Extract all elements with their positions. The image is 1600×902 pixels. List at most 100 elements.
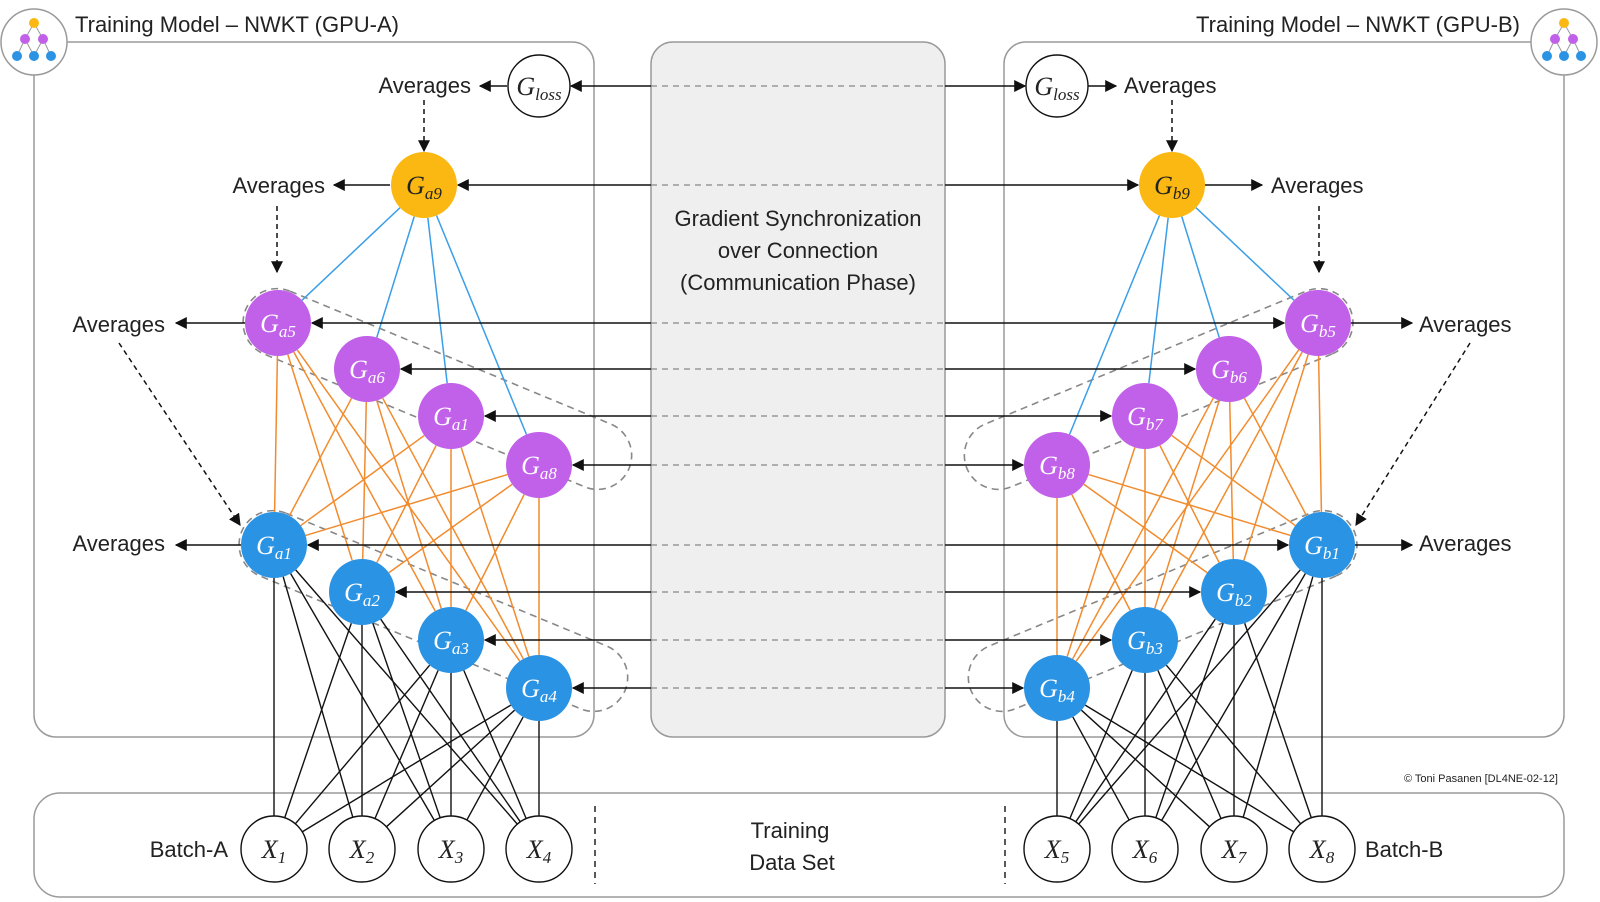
node-b-loss: Gloss xyxy=(1025,54,1089,118)
edge-a-h1-2-x-0 xyxy=(294,664,431,825)
sync-text-line-2: over Connection xyxy=(718,238,878,263)
edge-b-h1-1-x-1 xyxy=(1155,622,1224,819)
svg-text:Gb8: Gb8 xyxy=(1039,451,1075,483)
gpu-a-title: Training Model – NWKT (GPU-A) xyxy=(75,12,399,37)
node-b9: Gb9 xyxy=(1139,152,1205,218)
edge-a-h1-3-x-1 xyxy=(385,709,516,828)
edge-a-h1-1-x-0 xyxy=(284,622,352,819)
edge-a-out-h2-2 xyxy=(427,217,448,384)
edge-b-h2-3-h1-0 xyxy=(1088,473,1291,537)
svg-text:Gloss: Gloss xyxy=(516,72,562,104)
network-logo-icon-left xyxy=(0,8,68,76)
edge-b-out-h2-2 xyxy=(1148,217,1169,384)
averages-label-b-loss: Averages xyxy=(1124,73,1217,98)
edge-b-h2-1-h1-0 xyxy=(1243,397,1308,517)
edge-a-out-h2-3 xyxy=(435,215,528,435)
averages-annotations: Averages Averages Averages Averages Aver… xyxy=(72,73,1511,556)
averages-label-b-h2: Averages xyxy=(1419,312,1512,337)
svg-text:Ga5: Ga5 xyxy=(260,309,296,341)
edge-b-h1-3-x-3 xyxy=(1084,704,1295,833)
edge-a-out-h2-0 xyxy=(301,207,401,301)
edge-b-h1-1-x-3 xyxy=(1244,622,1312,819)
node-a1-h2: Ga1 xyxy=(418,383,484,449)
node-b8: Gb8 xyxy=(1024,432,1090,498)
edge-a-h2-1-h1-1 xyxy=(361,401,368,560)
svg-text:Ga6: Ga6 xyxy=(349,355,385,387)
svg-text:X3: X3 xyxy=(438,835,463,867)
edge-b-h1-3-x-1 xyxy=(1072,716,1130,821)
node-b2: Gb2 xyxy=(1201,559,1267,625)
edge-a-out-h2-1 xyxy=(376,216,415,338)
svg-text:Gloss: Gloss xyxy=(1034,72,1080,104)
edge-b-h1-2-x-0 xyxy=(1069,670,1133,819)
node-a6: Ga6 xyxy=(334,336,400,402)
edge-b-out-h2-3 xyxy=(1068,215,1161,435)
edge-b-h1-0-x-2 xyxy=(1242,576,1314,818)
svg-text:X5: X5 xyxy=(1044,835,1069,867)
input-x3: X3 xyxy=(417,815,485,883)
svg-text:X2: X2 xyxy=(349,835,375,867)
edge-b-h2-3-h1-2 xyxy=(1071,494,1131,611)
edge-a-h2-2-h1-1 xyxy=(376,445,437,563)
averages-label-b-out: Averages xyxy=(1271,173,1364,198)
sync-text-line-3: (Communication Phase) xyxy=(680,270,916,295)
svg-text:Ga9: Ga9 xyxy=(406,171,442,203)
svg-text:X1: X1 xyxy=(261,835,286,867)
svg-text:X7: X7 xyxy=(1221,835,1248,867)
averages-label-a-h2: Averages xyxy=(72,312,165,337)
svg-text:Gb9: Gb9 xyxy=(1154,171,1190,203)
svg-text:Gb7: Gb7 xyxy=(1127,402,1164,434)
edge-b-h2-1-h1-1 xyxy=(1228,401,1235,560)
svg-text:Gb1: Gb1 xyxy=(1304,531,1340,563)
sync-connectors xyxy=(306,80,1290,694)
node-b5: Gb5 xyxy=(1285,290,1351,356)
training-dataset-panel xyxy=(33,792,1565,898)
network-edges xyxy=(273,207,1323,833)
svg-text:Ga3: Ga3 xyxy=(433,626,469,658)
input-x6: X6 xyxy=(1111,815,1179,883)
node-b6: Gb6 xyxy=(1196,336,1262,402)
node-a2: Ga2 xyxy=(329,559,395,625)
averages-label-a-out: Averages xyxy=(232,173,325,198)
edge-b-out-h2-1 xyxy=(1181,216,1220,338)
node-a9: Ga9 xyxy=(391,152,457,218)
node-a5: Ga5 xyxy=(245,290,311,356)
edge-b-h1-3-x-2 xyxy=(1080,709,1211,828)
node-b4: Gb4 xyxy=(1024,655,1090,721)
edge-a-h1-3-x-2 xyxy=(466,716,524,821)
svg-text:Ga1: Ga1 xyxy=(433,402,469,434)
sync-text-line-1: Gradient Synchronization xyxy=(674,206,921,231)
edge-b-h1-2-x-2 xyxy=(1157,670,1222,819)
svg-text:Gb2: Gb2 xyxy=(1216,578,1252,610)
averages-label-b-h1: Averages xyxy=(1419,531,1512,556)
averages-label-a-h1: Averages xyxy=(72,531,165,556)
svg-text:X4: X4 xyxy=(526,835,552,867)
input-x8: X8 xyxy=(1288,815,1356,883)
averages-label-a-loss: Averages xyxy=(378,73,471,98)
edge-a-h1-0-x-1 xyxy=(282,576,354,818)
edge-a-h2-2-h1-0 xyxy=(300,434,425,527)
batch-a-label: Batch-A xyxy=(150,837,229,862)
node-a1: Ga1 xyxy=(241,512,307,578)
input-x5: X5 xyxy=(1023,815,1091,883)
input-x2: X2 xyxy=(328,815,396,883)
edge-b-h2-2-h1-1 xyxy=(1159,445,1220,563)
node-b7: Gb7 xyxy=(1112,383,1178,449)
dataset-label-line-2: Data Set xyxy=(749,850,835,875)
edge-a-h1-2-x-1 xyxy=(374,670,439,819)
edge-a-h1-1-x-2 xyxy=(372,622,441,819)
node-b3: Gb3 xyxy=(1112,607,1178,673)
svg-text:Gb3: Gb3 xyxy=(1127,626,1163,658)
edge-b-h2-0-h1-0 xyxy=(1317,355,1323,513)
batch-b-label: Batch-B xyxy=(1365,837,1443,862)
edge-a-h2-1-h1-3 xyxy=(382,397,524,660)
edge-a-h1-0-x-3 xyxy=(295,569,518,825)
svg-text:Ga4: Ga4 xyxy=(521,674,557,706)
svg-text:Ga2: Ga2 xyxy=(344,578,380,610)
node-b1: Gb1 xyxy=(1289,512,1355,578)
input-x7: X7 xyxy=(1200,815,1268,883)
edge-a-h2-3-h1-2 xyxy=(465,494,525,611)
node-a4: Ga4 xyxy=(506,655,572,721)
edge-b-h1-2-x-3 xyxy=(1165,664,1302,825)
